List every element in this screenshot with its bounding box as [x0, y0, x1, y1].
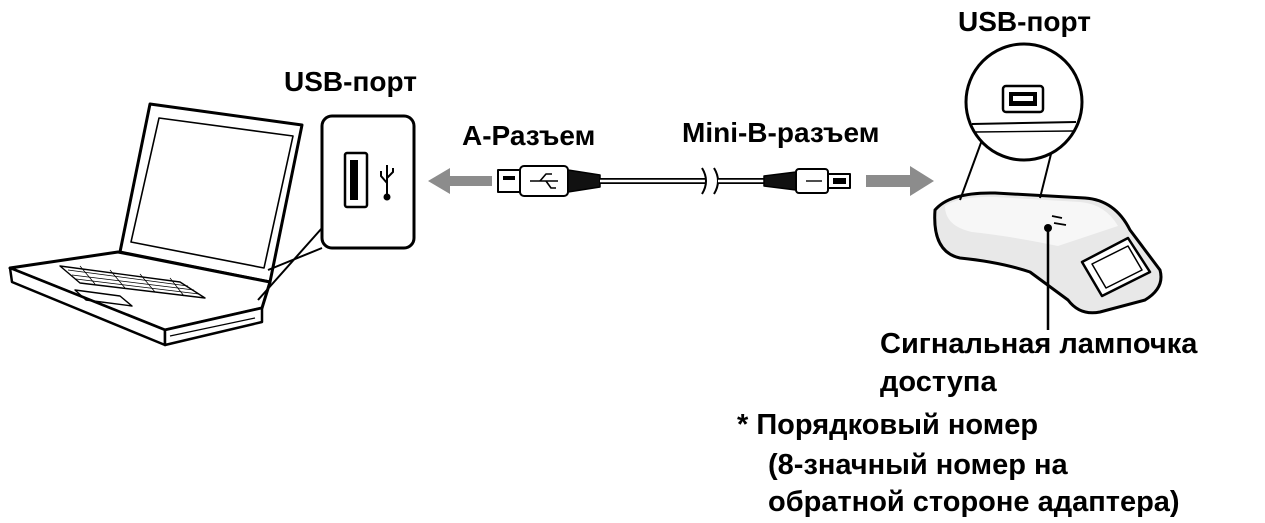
- laptop-icon: [8, 102, 304, 347]
- usb-port-icon: [320, 114, 416, 250]
- callout-lines-right: [959, 139, 1053, 201]
- callout-lines-left: [257, 227, 323, 301]
- connector-a-label: A-Разъем: [462, 120, 596, 151]
- arrow-right-icon: [866, 166, 934, 196]
- serial-number-label: * Порядковый номер: [737, 409, 1039, 441]
- usb-cable-icon: [497, 165, 851, 197]
- mini-usb-port-icon: [964, 42, 1084, 162]
- usb-port-computer-label: USB-порт: [284, 66, 417, 97]
- arrow-left-icon: [428, 168, 492, 194]
- serial-note-line1: (8-значный номер на: [768, 449, 1068, 481]
- usb-symbol-icon: [380, 165, 394, 201]
- connector-mini-b-label: Mini-B-разъем: [682, 117, 880, 148]
- serial-note-line2: обратной стороне адаптера): [768, 486, 1180, 518]
- access-lamp-label-line2: доступа: [880, 366, 997, 398]
- usb-port-adapter-label: USB-порт: [958, 6, 1091, 37]
- access-lamp-label-line1: Сигнальная лампочка: [880, 328, 1198, 360]
